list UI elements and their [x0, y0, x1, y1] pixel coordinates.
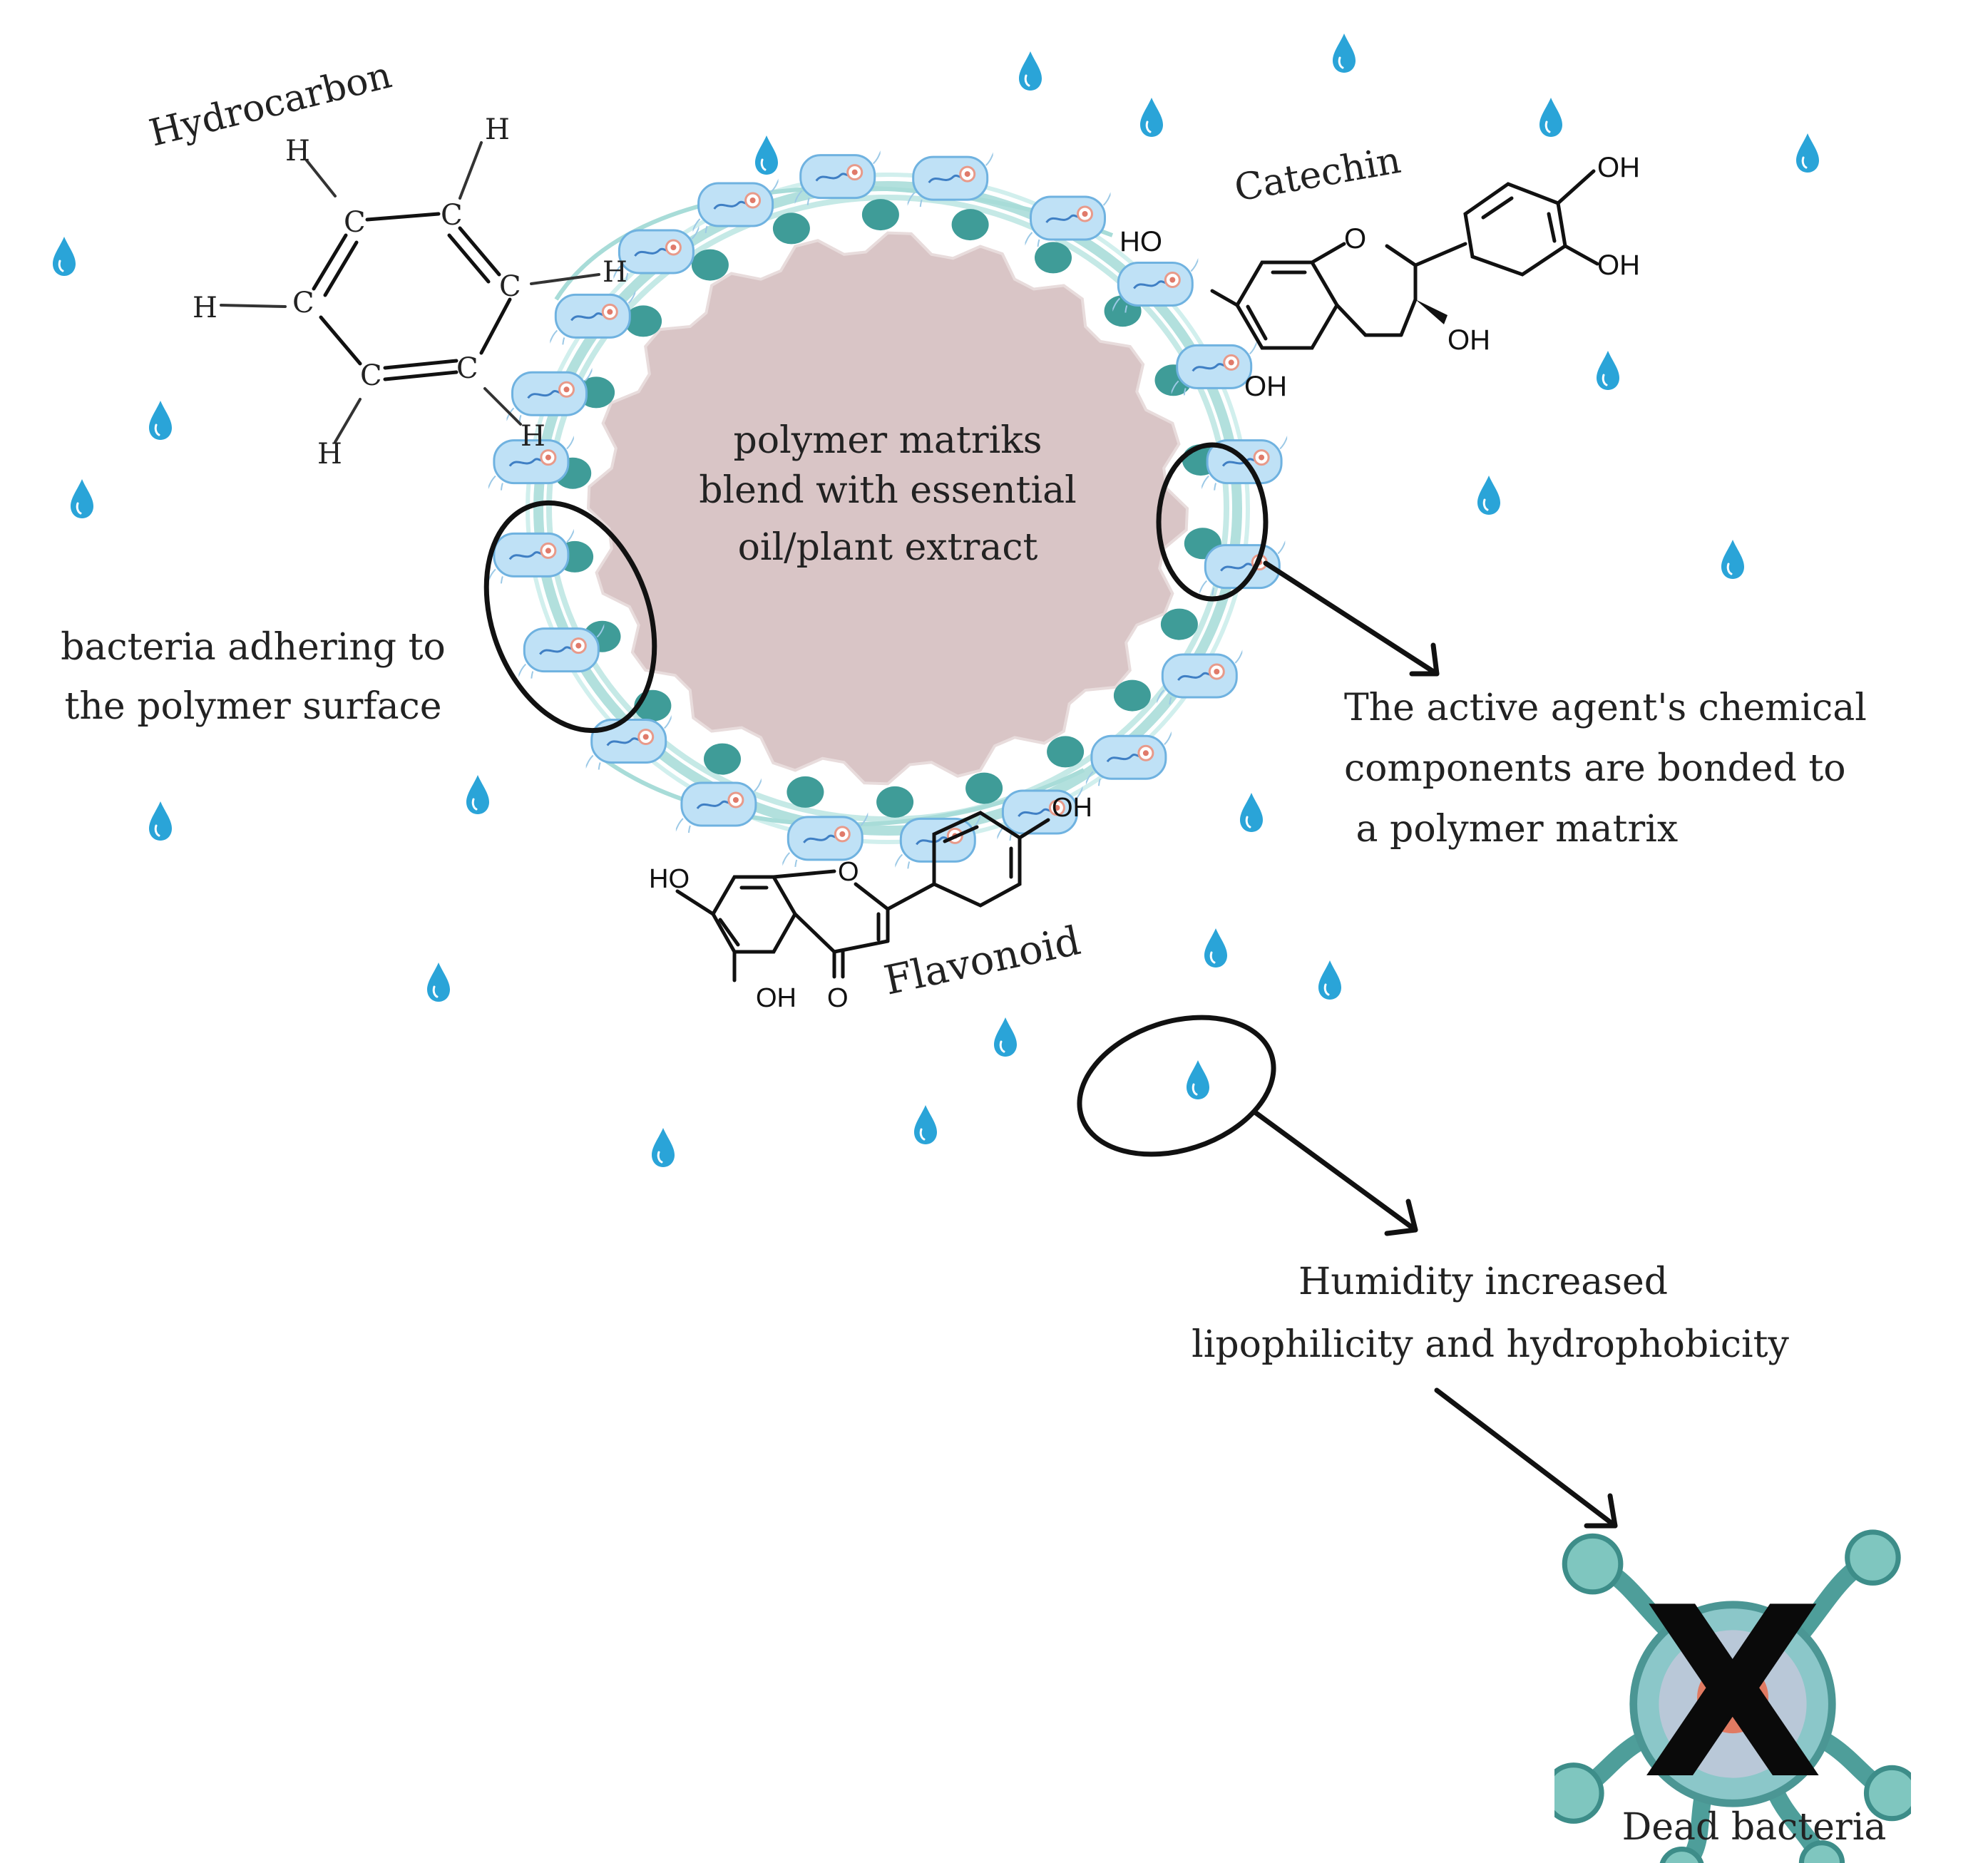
- atom-h: H: [285, 135, 310, 168]
- water-drop-icon: [148, 399, 173, 441]
- water-drop-icon: [1595, 349, 1621, 391]
- water-drop-icon: [1317, 959, 1343, 1001]
- water-drop-icon: [1538, 96, 1564, 138]
- atom-h: H: [317, 438, 342, 471]
- catechin-oh: OH: [1244, 371, 1287, 402]
- flavonoid-o: O: [838, 857, 859, 887]
- bonded-agents-highlight: [1156, 442, 1269, 602]
- water-drop-icon: [1203, 927, 1229, 969]
- active-agent-dot: [691, 249, 729, 281]
- water-drop-icon: [465, 774, 491, 816]
- humidity-highlight: [1077, 1015, 1276, 1157]
- humidity-arrow: [1252, 1109, 1418, 1233]
- atom-h: H: [193, 292, 217, 324]
- bacteria-adhering-highlight: [483, 500, 657, 734]
- active-agent-dot: [787, 776, 824, 808]
- atom-h: H: [521, 420, 545, 453]
- bonded-label-line2: components are bonded to: [1344, 747, 1846, 790]
- humidity-label-line1: Humidity increased: [1298, 1261, 1668, 1303]
- flavonoid-ho: HO: [649, 864, 690, 894]
- active-agent-dot: [1160, 608, 1198, 640]
- active-agent-dot: [772, 212, 810, 245]
- matrix-label-line2: blend with essential: [699, 469, 1077, 512]
- catechin-ho: HO: [1119, 226, 1162, 257]
- water-drop-icon: [51, 235, 77, 277]
- catechin-oh: OH: [1597, 250, 1640, 281]
- active-agent-dot: [625, 305, 662, 337]
- matrix-label-line3: oil/plant extract: [738, 526, 1038, 569]
- water-drop-icon: [1139, 96, 1164, 138]
- dead-arrowhead: [1584, 1493, 1618, 1529]
- bonded-label-line1: The active agent's chemical: [1344, 687, 1867, 729]
- bonded-arrowhead: [1409, 642, 1440, 677]
- catechin-o: O: [1344, 223, 1366, 255]
- polymer-matrix: polymer matriks blend with essential oil…: [488, 148, 1288, 869]
- bonded-label-line3: a polymer matrix: [1344, 808, 1678, 851]
- catechin-label: Catechin: [1231, 139, 1404, 210]
- water-drop-icon: [1185, 1059, 1211, 1101]
- humidity-arrowhead: [1384, 1199, 1418, 1236]
- water-drop-icon: [1720, 538, 1746, 580]
- atom-c: C: [499, 270, 521, 303]
- atom-c: C: [456, 352, 478, 385]
- flavonoid-o: O: [827, 983, 849, 1013]
- water-drop-icon: [1331, 32, 1357, 74]
- active-agent-dot: [1035, 242, 1072, 274]
- water-drop-icon: [754, 134, 779, 176]
- water-drop-icon: [1795, 132, 1820, 174]
- active-agent-dot: [1047, 736, 1085, 768]
- bacterium-icon: [1201, 433, 1288, 491]
- water-drop-icon: [1476, 474, 1502, 516]
- catechin-oh: OH: [1448, 324, 1490, 356]
- water-drop-icon: [426, 961, 451, 1003]
- active-agent-dot: [876, 786, 914, 818]
- atom-c: C: [292, 287, 314, 319]
- flavonoid-oh: OH: [756, 983, 796, 1013]
- water-drop-icon: [1018, 50, 1043, 92]
- bonded-arrow: [1263, 560, 1440, 677]
- active-agent-dots: [554, 199, 1221, 818]
- atom-h: H: [485, 113, 510, 146]
- water-drop-icon: [993, 1016, 1018, 1058]
- humidity-label-line2: lipophilicity and hydrophobicity: [1192, 1323, 1789, 1366]
- water-drop-icon: [69, 478, 95, 520]
- hydrocarbon-label: Hydrocarbon: [145, 53, 396, 155]
- catechin-oh: OH: [1597, 152, 1640, 183]
- matrix-label-line1: polymer matriks: [734, 419, 1042, 462]
- flavonoid-label: Flavonoid: [880, 918, 1084, 1005]
- adhering-label-line2: the polymer surface: [65, 685, 442, 728]
- active-agent-dot: [965, 772, 1003, 804]
- active-agent-dot: [951, 209, 989, 241]
- dead-bacteria-label: Dead bacteria: [1622, 1806, 1887, 1849]
- water-drop-icon: [148, 800, 173, 842]
- flavonoid-oh: OH: [1052, 793, 1092, 823]
- active-agent-dot: [1113, 679, 1151, 712]
- atom-h: H: [603, 256, 627, 289]
- atom-c: C: [360, 359, 382, 392]
- dead-arrow: [1434, 1387, 1618, 1529]
- active-agent-dot: [704, 743, 741, 775]
- water-drop-icon: [913, 1104, 938, 1146]
- atom-c: C: [344, 206, 366, 239]
- adhering-label-line1: bacteria adhering to: [61, 626, 446, 669]
- atom-c: C: [441, 199, 463, 232]
- bacterium-icon: [1085, 729, 1172, 786]
- water-drop-icon: [1239, 791, 1264, 833]
- cross-mark-icon: X: [1642, 1557, 1823, 1831]
- water-drop-icon: [650, 1126, 676, 1169]
- active-agent-dot: [861, 199, 899, 231]
